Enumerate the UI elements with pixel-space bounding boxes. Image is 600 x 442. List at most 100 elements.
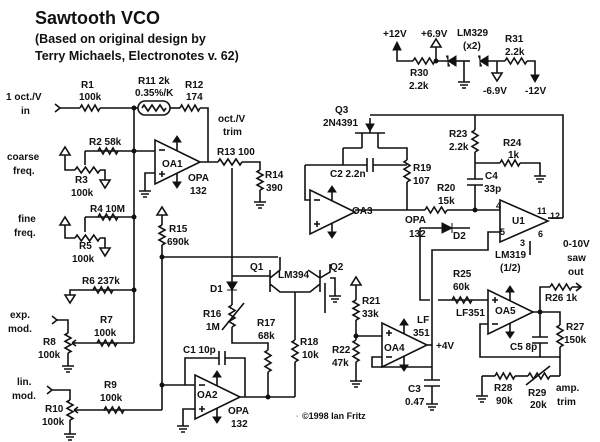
label-r3: R3 xyxy=(75,175,88,186)
label-output-saw: saw xyxy=(567,253,586,264)
label-r9-value: 100k xyxy=(100,393,123,404)
potentiometer xyxy=(63,332,73,354)
label-c5: C5 8p xyxy=(510,342,537,353)
label-r15: R15 xyxy=(169,224,188,235)
label-oa3: OA3 xyxy=(352,206,373,217)
label-r26: R26 1k xyxy=(545,293,578,304)
label-r19-value: 107 xyxy=(413,176,430,187)
label-oct-trim-2: trim xyxy=(223,127,242,138)
label-oa2-type: OPA xyxy=(228,406,249,417)
junction-dot xyxy=(131,287,137,293)
plus-sign xyxy=(159,171,165,177)
wire xyxy=(231,327,269,350)
ground-icon xyxy=(139,185,151,198)
supply-negative-arrow-icon xyxy=(212,416,222,424)
label-r31: R31 xyxy=(505,34,524,45)
schematic-title: Sawtooth VCO xyxy=(35,8,160,28)
label-r10-value: 100k xyxy=(42,417,65,428)
label-oa4: OA4 xyxy=(384,343,405,354)
ground-icon xyxy=(64,428,76,441)
wire xyxy=(242,161,261,170)
label-r11: R11 2k xyxy=(138,76,170,87)
label-r16: R16 xyxy=(203,309,222,320)
wire xyxy=(533,286,550,313)
label-r18-value: 10k xyxy=(302,350,319,361)
wire xyxy=(184,357,219,385)
supply-positive-arrow-icon xyxy=(212,370,222,378)
label-exp: exp. xyxy=(10,310,30,321)
label-r27: R27 xyxy=(566,322,585,333)
wire xyxy=(370,114,564,218)
label-c3-value: 0.47 xyxy=(405,397,425,408)
capacitor-icon xyxy=(366,158,374,172)
wire xyxy=(371,356,432,368)
label-lm319: LM319 xyxy=(495,250,527,261)
label-r22-value: 47k xyxy=(332,358,349,369)
ground-icon xyxy=(534,170,546,183)
label-r29: R29 xyxy=(528,388,547,399)
output-arrow-icon xyxy=(572,282,583,292)
label-r8-value: 100k xyxy=(38,350,61,361)
supply-negative-arrow-icon xyxy=(505,331,515,339)
resistor-r1 xyxy=(79,103,101,113)
wire xyxy=(527,60,536,75)
label-pin-3: 3 xyxy=(520,238,525,248)
wire xyxy=(225,357,246,397)
label-r5: R5 xyxy=(79,241,92,252)
input-jack-icon xyxy=(51,315,59,325)
label-r7: R7 xyxy=(100,315,113,326)
label-r25: R25 xyxy=(453,269,472,280)
resistor-r28 xyxy=(494,371,516,381)
subtitle-line-1: (Based on original design by xyxy=(35,32,206,46)
resistor-r30 xyxy=(412,56,436,66)
label-r9: R9 xyxy=(104,380,117,391)
potentiometer xyxy=(65,399,75,421)
label-r27-value: 150k xyxy=(564,335,587,346)
capacitor-icon xyxy=(467,178,483,186)
label-minus-12v: -12V xyxy=(525,86,546,97)
label-r23: R23 xyxy=(449,129,468,140)
wire xyxy=(64,155,75,171)
label-oa4-lf: LF xyxy=(417,315,429,326)
label-r11-value: 0.35%/K xyxy=(135,88,174,99)
supply-positive-arrow-icon xyxy=(505,285,515,293)
junction-dot xyxy=(159,382,165,388)
label-r20-value: 15k xyxy=(438,196,455,207)
resistor-r17 xyxy=(263,349,273,373)
ground-icon xyxy=(62,360,74,373)
wire xyxy=(52,389,71,400)
resistor-r31 xyxy=(504,56,528,66)
reference-voltage-icon xyxy=(349,275,363,286)
reference-voltage-icon xyxy=(58,215,72,226)
resistor-r20 xyxy=(424,205,448,215)
resistor-r23 xyxy=(470,129,480,153)
label-input: 1 oct./V xyxy=(6,92,42,103)
resistor-r27 xyxy=(555,324,565,348)
component-labels: 1 oct./V in R1 100k R11 2k 0.35%/K R12 1… xyxy=(6,28,590,430)
supply-negative-arrow-icon xyxy=(327,231,337,239)
wire xyxy=(330,277,336,290)
potentiometer-r5 xyxy=(74,233,101,243)
label-plus-12v: +12V xyxy=(383,29,407,40)
negative-reference-icon xyxy=(490,72,504,83)
resistor-r14 xyxy=(255,169,265,191)
junction-dot xyxy=(433,58,439,64)
label-q3-type: 2N4391 xyxy=(323,118,358,129)
label-q2: Q2 xyxy=(330,262,344,273)
label-r8: R8 xyxy=(43,337,56,348)
resistor-r21 xyxy=(351,299,361,321)
label-oa4-351: 351 xyxy=(413,328,430,339)
label-oa3-type-2: 132 xyxy=(409,229,426,240)
label-c3: C3 xyxy=(408,384,421,395)
label-r5-value: 100k xyxy=(72,254,95,265)
negative-reference-icon xyxy=(98,247,112,258)
label-lin: lin. xyxy=(17,377,32,388)
junction-dot xyxy=(131,214,137,220)
label-input-in: in xyxy=(21,106,30,117)
wiper-arrow-icon xyxy=(73,406,80,414)
resistor-r18 xyxy=(290,339,300,363)
wire xyxy=(100,169,106,180)
wiper-arrow-icon xyxy=(71,339,78,347)
negative-reference-icon xyxy=(63,294,77,305)
minus-12v-arrow-icon xyxy=(530,74,540,84)
